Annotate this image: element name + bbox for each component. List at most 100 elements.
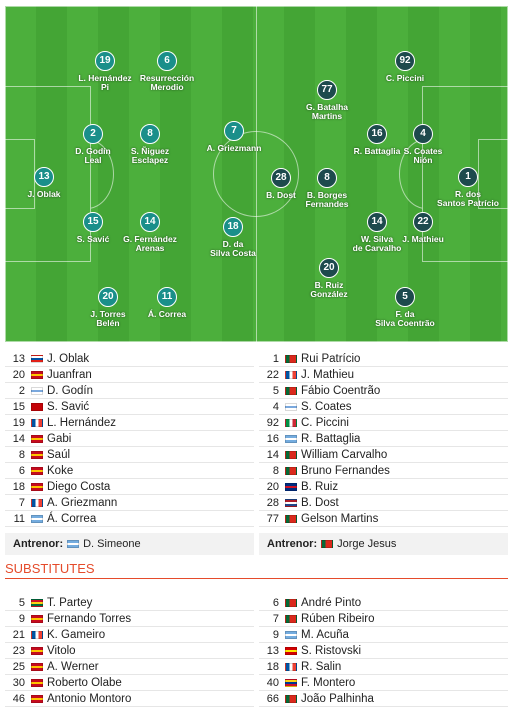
player-name[interactable]: André Pinto (301, 596, 362, 609)
player-name[interactable]: Gelson Martins (301, 512, 379, 525)
player-name[interactable]: J. Oblak (47, 352, 90, 365)
shirt-number: 9 (18, 612, 25, 625)
player-name[interactable]: D. Godín (47, 384, 94, 397)
player-name[interactable]: R. Salin (301, 660, 342, 673)
player-name[interactable]: William Carvalho (301, 448, 388, 461)
player-name[interactable]: A. Werner (47, 660, 99, 673)
player-name[interactable]: Diego Costa (47, 480, 111, 493)
player-row[interactable]: 7 Rúben Ribeiro (259, 611, 508, 627)
player-name[interactable]: A. Griezmann (47, 496, 118, 509)
spain-flag-icon (31, 678, 43, 687)
player-name[interactable]: Antonio Montoro (47, 692, 132, 705)
player-name[interactable]: Koke (47, 464, 74, 477)
player-row[interactable]: 9 Fernando Torres (5, 611, 254, 627)
player-name[interactable]: Fernando Torres (47, 612, 132, 625)
player-name[interactable]: João Palhinha (301, 692, 374, 705)
player-name[interactable]: Saúl (47, 448, 71, 461)
player-name[interactable]: Roberto Olabe (47, 676, 122, 689)
player-name[interactable]: Juanfran (47, 368, 92, 381)
coach-name[interactable]: D. Simeone (83, 538, 141, 550)
player-name[interactable]: R. Battaglia (301, 432, 361, 445)
player-name[interactable]: Gabi (47, 432, 72, 445)
player-name[interactable]: M. Acuña (301, 628, 349, 641)
player-name[interactable]: S. Ristovski (301, 644, 362, 657)
player-name[interactable]: K. Gameiro (47, 628, 106, 641)
player-name[interactable]: S. Coates (301, 400, 352, 413)
player-name[interactable]: Fábio Coentrão (301, 384, 381, 397)
player-name[interactable]: B. Ruiz (301, 480, 339, 493)
player-name[interactable]: Rui Patrício (301, 352, 361, 365)
player-name[interactable]: Á. Correa (47, 512, 97, 525)
costa-rica-flag-icon (285, 482, 297, 491)
player-name[interactable]: Vitolo (47, 644, 76, 657)
player-name[interactable]: T. Partey (47, 596, 93, 609)
shirt-number: 7 (272, 612, 279, 625)
player-name[interactable]: S. Savić (47, 400, 90, 413)
coach-name[interactable]: Jorge Jesus (337, 538, 397, 550)
player-name[interactable]: J. Mathieu (301, 368, 355, 381)
player-name[interactable]: F. Montero (301, 676, 356, 689)
player-name[interactable]: C. Piccini (301, 416, 349, 429)
player-name[interactable]: L. Hernández (47, 416, 117, 429)
player-name[interactable]: Bruno Fernandes (301, 464, 390, 477)
player-name[interactable]: Rúben Ribeiro (301, 612, 375, 625)
player-name[interactable]: B. Dost (301, 496, 339, 509)
